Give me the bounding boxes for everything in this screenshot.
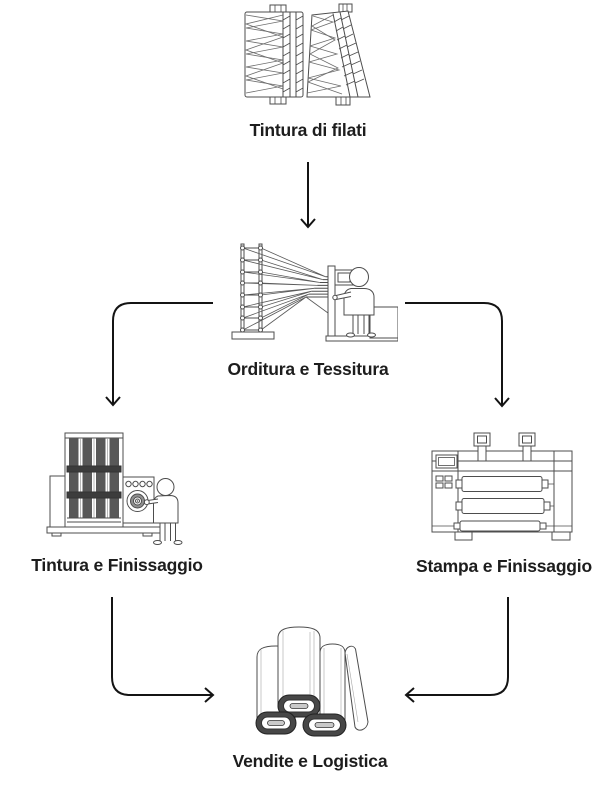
arrow-dyeing-to-sales: [111, 597, 215, 703]
arrow-warping-to-printing: [405, 302, 510, 408]
arrow-warping-to-dyeing: [105, 302, 213, 407]
stage-label-dyeing-finishing: Tintura e Finissaggio: [31, 555, 203, 575]
fabric-printing-machine-illustration: [431, 432, 573, 541]
machine-operator: [143, 478, 183, 545]
arrow-yarn-to-warping: [300, 162, 316, 229]
fabric-rolls-illustration: [255, 626, 369, 737]
stage-label-printing-finishing: Stampa e Finissaggio: [416, 556, 592, 576]
arrow-printing-to-sales: [404, 597, 509, 703]
yarn-spools-illustration: [244, 3, 371, 106]
stage-label-warping-weaving: Orditura e Tessitura: [227, 359, 389, 379]
warping-weaving-machine-illustration: [231, 243, 398, 342]
roll-end-caps: [255, 694, 347, 737]
stage-label-yarn-dyeing: Tintura di filati: [249, 120, 367, 140]
fabric-dyeing-machine-illustration: [46, 432, 183, 545]
machine-operator: [332, 267, 376, 338]
control-wheel: [126, 490, 149, 512]
stage-label-sales-logistics: Vendite e Logistica: [232, 751, 388, 771]
